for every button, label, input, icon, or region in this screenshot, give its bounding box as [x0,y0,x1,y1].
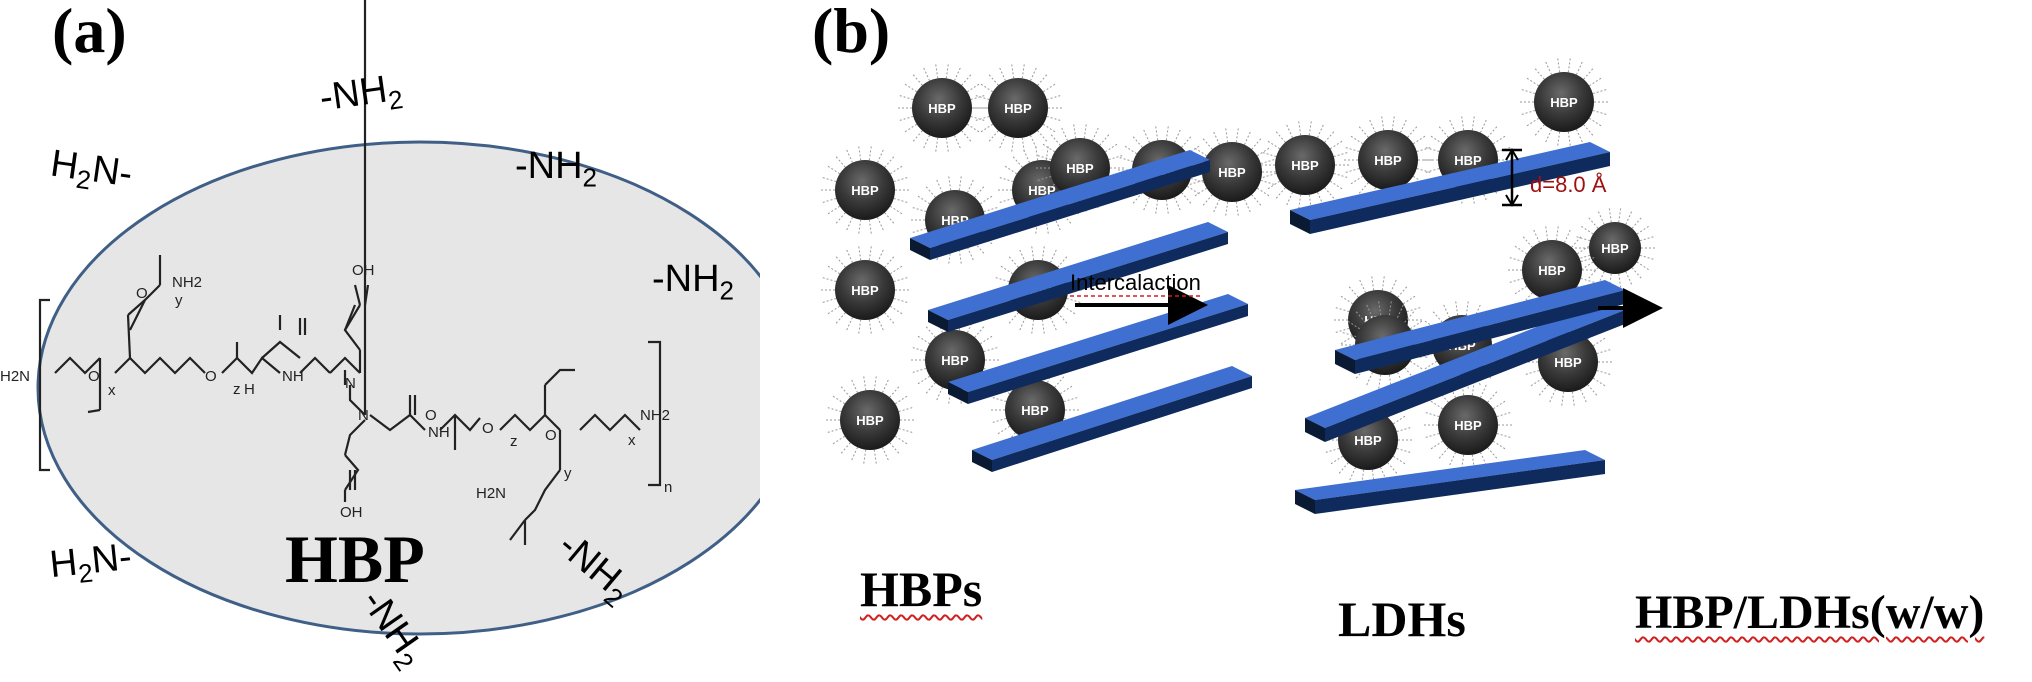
ldh-sheet [1290,142,1610,234]
ldh-sheet [1295,450,1605,514]
hbp-particle: HBP [1261,121,1349,209]
spacing-label: d=8.0 Å [1530,172,1607,197]
n-atom-label: N [345,375,356,392]
sub-x1: x [108,382,116,399]
ldh-sheet [928,222,1228,332]
amine-group-lower-left: H2N- [47,535,134,589]
caption-hbps: HBPs [860,561,983,617]
intercalation-diagram: HBP HBP HBP HBP HBP HBP HBP HBP HBP HBP HBP HBP HBP H… [821,58,1663,514]
h2n-side-label: H2N [476,485,506,502]
nh2-side-label: NH2 [172,274,202,291]
hbp-particle: HBP [974,64,1062,152]
nh2-right-label: NH2 [640,407,670,424]
hbp-particle-label: HBP [1218,165,1246,180]
o-label: O [482,420,494,437]
hbp-particle: HBP [821,246,909,334]
hbp-particle: HBP [1508,226,1596,314]
sub-x2: x [628,432,636,449]
oh-bottom-label: OH [340,504,363,521]
n-atom-label-2: N [358,407,369,424]
hbp-title: HBP [285,521,425,597]
ldh-sheet [972,366,1252,472]
amine-group-right: -NH2 [652,258,735,306]
panel-b-label: (b) [812,0,891,66]
chemical-structure [38,0,662,545]
ldh-sheet [1335,280,1625,374]
hbp-particle: HBP [821,146,909,234]
hbp-particle: HBP [911,316,999,404]
o-label: O [88,368,100,385]
hbp-particle-label: HBP [1028,183,1056,198]
o-label: O [205,368,217,385]
hbp-particle-label: HBP [856,413,884,428]
hbp-particle: HBP [826,376,914,464]
hbp-particle-label: HBP [1021,403,1049,418]
h2n-left-label: H2N [0,368,30,385]
intercalation-label: Intercalaction [1070,270,1201,295]
panel-a-label: (a) [52,0,127,66]
hbp-particles: HBP HBP HBP HBP HBP HBP HBP HBP HBP HBP HBP HBP HBP H… [821,58,1655,484]
hbp-particle-label: HBP [1538,263,1566,278]
o-label: O [136,285,148,302]
oh-top-label: OH [352,262,375,279]
hbp-particle-label: HBP [1004,101,1032,116]
hbp-particle: HBP [1344,116,1432,204]
hbp-particle-label: HBP [1454,153,1482,168]
hbp-particle-label: HBP [1601,241,1629,256]
ldh-sheet [910,150,1210,260]
ldh-sheets [910,142,1625,514]
caption-ldhs: LDHs [1338,591,1466,647]
sub-z1: z [233,381,241,398]
hbp-particle-label: HBP [1550,95,1578,110]
n-repeat-label: n [664,479,672,496]
caption-composite: HBP/LDHs(w/w) [1635,586,1985,639]
hbp-particle-label: HBP [941,353,969,368]
hbp-particle-label: HBP [851,283,879,298]
nh-label-2: NH [428,424,450,441]
hbp-particle: HBP [898,64,986,152]
hbp-particle: HBP [1188,128,1276,216]
hbp-particle-label: HBP [1554,355,1582,370]
sub-y2: y [564,465,572,482]
amine-group-upper-right: -NH2 [515,145,598,193]
o-label: O [425,407,437,424]
hbp-particle: HBP [1424,381,1512,469]
ldh-sheet [1305,300,1625,442]
structure-atom-labels: H2N O x O z H NH O NH2 y OH N N OH O NH … [0,262,672,521]
hbp-particle-label: HBP [1354,433,1382,448]
hbp-particle-label: HBP [1374,153,1402,168]
hbp-particle-label: HBP [851,183,879,198]
hbp-molecule-diagram: H2N O x O z H NH O NH2 y OH N N OH O NH … [0,0,760,636]
hbp-particle: HBP [1520,58,1608,146]
hbp-particle: HBP [1575,208,1655,288]
hbp-particle-label: HBP [1066,161,1094,176]
h-label: H [244,381,255,398]
hbp-ellipse [36,140,760,636]
sub-z2: z [510,433,518,450]
nh-label: NH [282,368,304,385]
hbp-particle-label: HBP [928,101,956,116]
sub-y1: y [175,292,183,309]
hbp-particle-label: HBP [1454,418,1482,433]
hbp-particle-label: HBP [1291,158,1319,173]
o-label: O [545,427,557,444]
